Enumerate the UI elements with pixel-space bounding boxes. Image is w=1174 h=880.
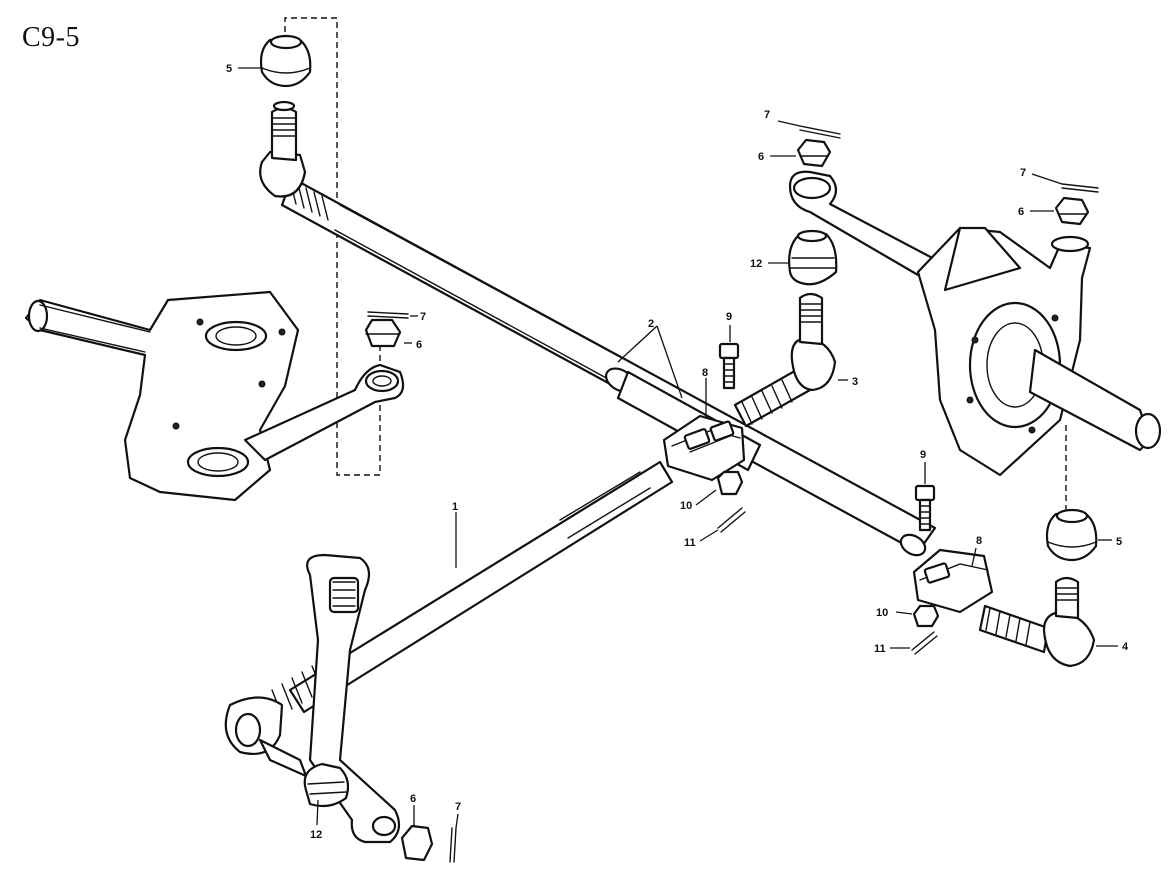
nut-10-center (716, 470, 744, 496)
callout-6-upper: 6 (758, 151, 764, 163)
callout-6-left: 6 (416, 339, 422, 351)
callout-10-right: 10 (876, 607, 888, 619)
callout-7-lower: 7 (455, 801, 461, 813)
tie-rod-end-3 (733, 292, 837, 428)
boot-12-upper (788, 229, 838, 286)
bolt-9-center (718, 342, 740, 390)
nut-6-upper (796, 138, 832, 168)
callout-7-right: 7 (1020, 167, 1026, 179)
cotter-pin-7-left (367, 311, 409, 319)
callout-7-left: 7 (420, 311, 426, 323)
callout-7-upper: 7 (764, 109, 770, 121)
steering-knuckle-left (24, 290, 300, 502)
callout-5-top: 5 (226, 63, 232, 75)
callout-10-center: 10 (680, 500, 692, 512)
nut-6-lower (400, 824, 434, 862)
bolt-9-right (914, 484, 936, 532)
callout-9-right: 9 (920, 449, 926, 461)
nut-6-right (1054, 196, 1090, 226)
callout-labels: 5 7 6 2 9 8 3 7 6 12 7 6 9 8 5 10 11 4 1… (226, 63, 1129, 841)
clamp-8-center (662, 414, 746, 482)
clamp-8-right (912, 548, 994, 614)
tie-rod-end-4 (978, 576, 1096, 668)
callout-12-upper: 12 (750, 258, 762, 270)
callout-6-lower: 6 (410, 793, 416, 805)
nut-10-right (912, 604, 940, 628)
callout-9-center: 9 (726, 311, 732, 323)
callout-2: 2 (648, 318, 654, 330)
boot-12-lower (303, 762, 350, 808)
callout-5-right: 5 (1116, 536, 1122, 548)
callout-4: 4 (1122, 641, 1129, 653)
callout-6-right: 6 (1018, 206, 1024, 218)
callout-3: 3 (852, 376, 858, 388)
sheet-code: C9-5 (22, 22, 80, 53)
drag-link-1 (224, 460, 674, 778)
dust-cap-5-top (259, 34, 312, 88)
nut-6-left (364, 318, 402, 348)
steering-arm-right (788, 170, 942, 284)
cotter-pin-7-right (1061, 183, 1099, 193)
steering-knuckle-right (916, 226, 1162, 477)
callout-8-right: 8 (976, 535, 982, 547)
cotter-pin-11-right (911, 631, 938, 655)
dust-cap-5-right (1045, 508, 1098, 562)
ball-joint-upper-left (259, 100, 307, 198)
callout-8-center: 8 (702, 367, 708, 379)
callout-11-center: 11 (684, 537, 696, 549)
callout-1: 1 (452, 501, 458, 513)
cotter-pin-7-upper (799, 125, 841, 139)
cotter-pin-7-lower (449, 827, 457, 863)
cotter-pin-11-center (717, 507, 746, 533)
steering-arm-left (243, 363, 405, 462)
assembly-guide-dashed (284, 17, 381, 476)
callout-11-right: 11 (874, 643, 886, 655)
callout-12-lower: 12 (310, 829, 322, 841)
leader-lines (238, 67, 1118, 829)
